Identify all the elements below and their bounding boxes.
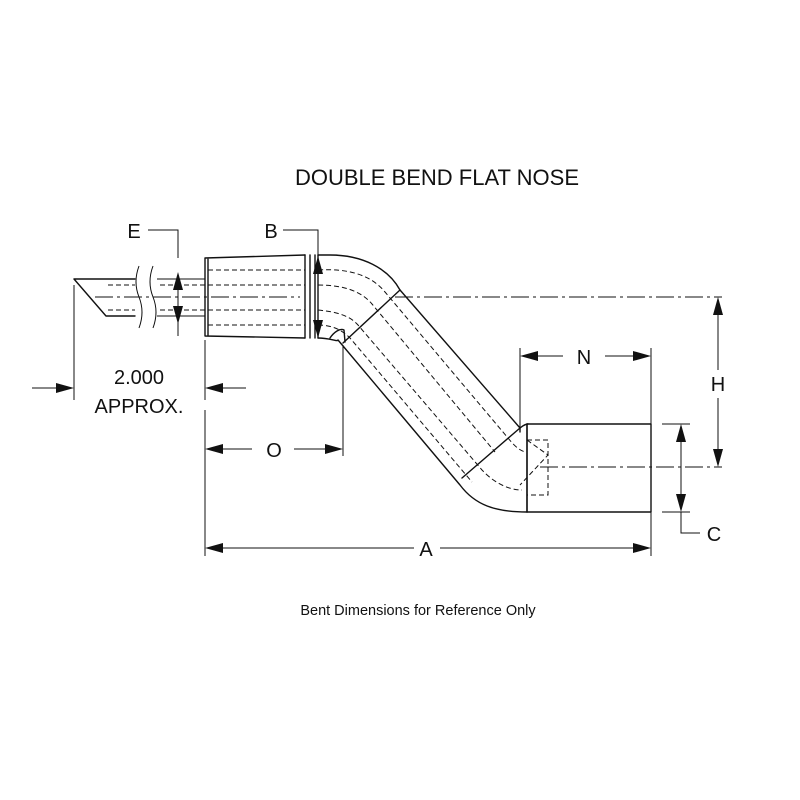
dimension-o: O [204, 345, 344, 556]
label-approx-text: APPROX. [95, 396, 184, 418]
tapered-nose [204, 254, 306, 339]
label-c: C [707, 524, 721, 546]
dimension-approx: 2.000 APPROX. [32, 285, 246, 418]
label-e: E [127, 221, 140, 243]
pipe-stub [73, 278, 136, 317]
dimension-e: E [127, 221, 183, 336]
label-o: O [266, 440, 282, 462]
dimension-a: A [205, 512, 652, 561]
dimension-b: B [264, 221, 323, 338]
dimension-h: H [711, 297, 725, 467]
part-outline [73, 254, 652, 513]
label-h: H [711, 374, 725, 396]
dimension-n: N [519, 347, 652, 428]
bend-outer [317, 254, 529, 429]
label-b: B [264, 221, 277, 243]
bend-inner [317, 337, 528, 513]
label-a: A [419, 539, 433, 561]
label-n: N [577, 347, 591, 369]
flat-nose-block [526, 423, 652, 513]
label-approx-value: 2.000 [114, 367, 164, 389]
drawing-title: DOUBLE BEND FLAT NOSE [295, 165, 579, 190]
reference-note: Bent Dimensions for Reference Only [300, 603, 536, 619]
dimension-c: C [662, 423, 721, 546]
